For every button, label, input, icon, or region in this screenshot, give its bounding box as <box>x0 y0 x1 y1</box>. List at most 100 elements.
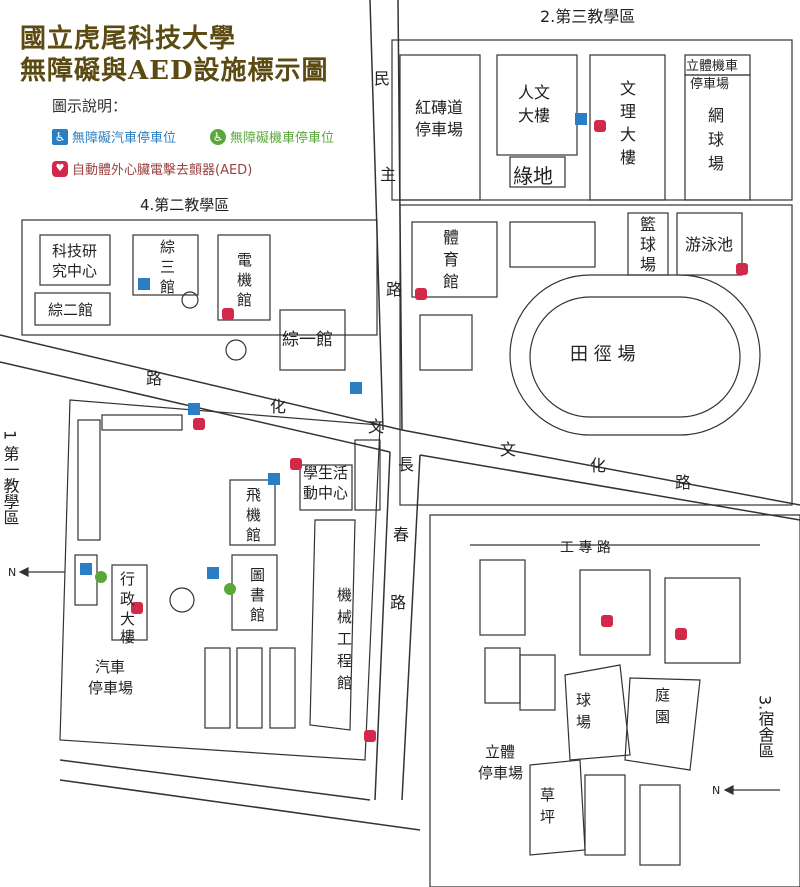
label-zong1: 綜一館 <box>282 330 333 350</box>
car-parking-marker[interactable] <box>207 567 219 579</box>
label-feiji-3: 館 <box>246 526 261 544</box>
label-car-parking-1: 汽車 <box>95 658 125 676</box>
label-caoping-2: 坪 <box>540 808 555 826</box>
legend-item-moto: ♿ 無障礙機車停車位 <box>210 127 334 146</box>
label-tennis-1: 網 <box>708 106 724 125</box>
north-arrow-right <box>723 785 780 795</box>
label-tushu-2: 書 <box>250 586 265 604</box>
zone-title-1: 1 第一教學區 <box>1 430 20 525</box>
aed-marker[interactable] <box>675 628 687 640</box>
legend-label-moto: 無障礙機車停車位 <box>230 131 335 146</box>
zone-title-4: 4.第二教學區 <box>140 196 229 214</box>
label-tushu-3: 館 <box>250 606 265 624</box>
map-title-line2: 無障礙與AED設施標示圖 <box>20 56 329 86</box>
label-xingzheng-4: 樓 <box>120 628 135 646</box>
zone1-labels: 學生活 動中心 飛 機 館 圖 書 館 行 政 大 樓 汽車 停車場 機 械 工… <box>88 464 352 697</box>
zone-title-2: 2.第三教學區 <box>540 7 635 26</box>
zone-2nd-teaching <box>21 219 378 371</box>
car-parking-marker[interactable] <box>188 403 200 415</box>
label-jixie-1: 機 <box>337 586 352 604</box>
road-wenhua-1: 路 <box>146 369 162 388</box>
legend-heading: 圖示說明： <box>52 97 128 115</box>
label-tennis-3: 場 <box>708 154 724 173</box>
label-gym-1: 體 <box>443 228 459 247</box>
car-parking-marker[interactable] <box>350 382 362 394</box>
label-wenli-2: 理 <box>620 102 636 121</box>
label-qiuchang-2: 場 <box>576 713 591 731</box>
moto-parking-marker[interactable] <box>224 583 236 595</box>
label-zong3-1: 綜 <box>160 238 175 256</box>
label-track: 田 徑 場 <box>570 344 635 365</box>
zone-dorm <box>429 514 800 887</box>
zone3-labels: 球 場 庭 園 立體 停車場 草 坪 <box>478 686 670 826</box>
zone-3rd-teaching <box>391 39 793 506</box>
label-pool: 游泳池 <box>685 235 733 254</box>
label-jixie-2: 械 <box>337 608 352 626</box>
label-tushu-1: 圖 <box>250 566 265 584</box>
label-liti-parking-1: 立體 <box>485 743 515 761</box>
label-tingyuan-1: 庭 <box>655 686 670 704</box>
north-arrow-left <box>18 567 65 577</box>
aed-marker[interactable] <box>193 418 205 430</box>
label-zong3-2: 三 <box>160 258 175 276</box>
aed-marker[interactable] <box>290 458 302 470</box>
road-changchun-3: 路 <box>390 593 406 612</box>
label-basket-2: 球 <box>640 235 656 254</box>
legend-item-car: ♿ 無障礙汽車停車位 <box>52 127 176 146</box>
label-wenli-1: 文 <box>620 79 636 98</box>
car-parking-marker[interactable] <box>138 278 150 290</box>
road-minzhu-3: 路 <box>386 280 402 299</box>
label-gym-3: 館 <box>443 272 459 291</box>
label-student-center-1: 學生活 <box>303 464 348 482</box>
label-xingzheng-2: 政 <box>120 590 135 608</box>
label-feiji-2: 機 <box>246 506 261 524</box>
zone2-labels: 紅磚道 停車場 人文 大樓 文 理 大 樓 立體機車 停車場 網 球 場 綠地 … <box>415 59 738 365</box>
wheelchair-car-icon: ♿ <box>52 128 68 145</box>
road-gongzhuan: 工 專 路 <box>560 540 611 556</box>
road-wenhua-6: 路 <box>675 473 691 492</box>
road-changchun-1: 長 <box>398 455 414 474</box>
moto-parking-marker[interactable] <box>95 571 107 583</box>
car-parking-marker[interactable] <box>80 563 92 575</box>
label-litimoto-2: 停車場 <box>690 76 729 92</box>
label-basket-3: 場 <box>640 255 656 274</box>
label-dianji-1: 電 <box>237 251 252 269</box>
label-xingzheng-1: 行 <box>120 570 135 588</box>
north-label: N <box>712 784 720 797</box>
label-liti-parking-2: 停車場 <box>478 764 523 782</box>
car-parking-marker[interactable] <box>268 473 280 485</box>
label-renwen-1: 人文 <box>518 83 550 102</box>
label-hongzhuan-2: 停車場 <box>415 120 463 139</box>
label-caoping-1: 草 <box>540 786 555 804</box>
road-wenhua-3: 文 <box>368 417 384 436</box>
label-zong2: 綜二館 <box>48 301 93 319</box>
label-lvdi: 綠地 <box>513 164 553 188</box>
road-minzhu-2: 主 <box>380 165 396 184</box>
label-zong3-3: 館 <box>160 278 175 296</box>
label-jixie-4: 程 <box>337 652 352 670</box>
car-parking-marker[interactable] <box>575 113 587 125</box>
road-minzhu-1: 民 <box>374 69 390 88</box>
aed-marker[interactable] <box>601 615 613 627</box>
north-label: N <box>8 566 16 579</box>
aed-marker[interactable] <box>594 120 606 132</box>
map-markers <box>80 113 748 742</box>
aed-marker[interactable] <box>415 288 427 300</box>
label-car-parking-2: 停車場 <box>88 679 133 697</box>
label-wenli-4: 樓 <box>620 148 636 167</box>
label-litimoto-1: 立體機車 <box>686 59 738 74</box>
label-qiuchang-1: 球 <box>576 691 591 709</box>
label-xingzheng-3: 大 <box>120 610 135 628</box>
aed-marker[interactable] <box>131 602 143 614</box>
label-dianji-2: 機 <box>237 271 252 289</box>
label-gym-2: 育 <box>443 250 459 269</box>
label-keji-2: 究中心 <box>52 262 97 280</box>
aed-marker[interactable] <box>364 730 376 742</box>
aed-marker[interactable] <box>222 308 234 320</box>
label-wenli-3: 大 <box>620 125 636 144</box>
road-changchun-2: 春 <box>393 525 409 544</box>
zone-side-titles: 1 第一教學區 3.宿舍區 <box>1 430 775 758</box>
aed-marker[interactable] <box>736 263 748 275</box>
legend-item-aed: ♥ 自動體外心臟電擊去顫器(AED) <box>52 159 252 178</box>
